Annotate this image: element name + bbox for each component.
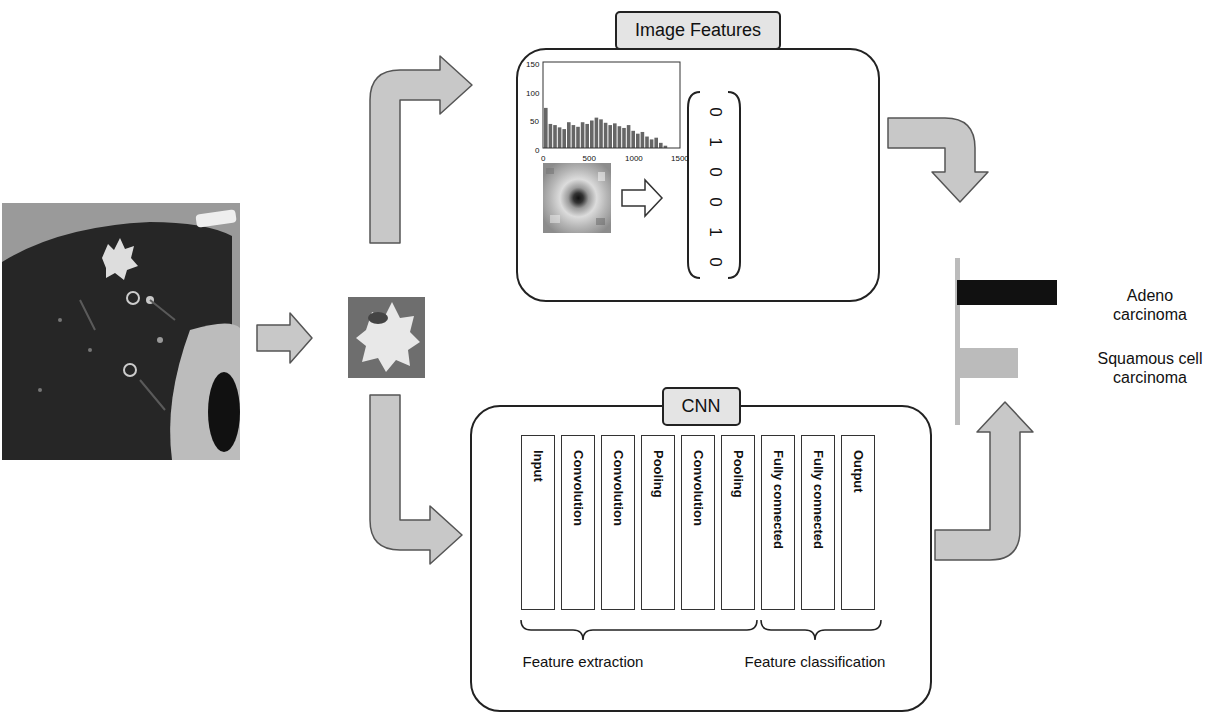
layer-box: Input (521, 435, 555, 610)
label-holder: 150 (526, 53, 539, 71)
axis-tick: 0 (541, 154, 545, 163)
layer-box: Pooling (721, 435, 755, 610)
layer-label: Convolution (571, 436, 586, 526)
label-holder: Squamous cell carcinoma (1094, 349, 1206, 387)
group-braces (521, 620, 881, 640)
vector-value: 0 (704, 107, 724, 116)
axis-tick: 0 (535, 146, 539, 155)
axis-tick: 1000 (625, 154, 643, 163)
result-bars (955, 258, 1057, 425)
label-holder: Feature extraction (523, 653, 644, 671)
layer-box: Fully connected (801, 435, 835, 610)
layer-label: Convolution (691, 436, 706, 526)
layer-label: Input (531, 436, 546, 482)
label-holder: 0 (541, 147, 545, 165)
feature-panel: Image Features (516, 48, 880, 302)
layer-box: Convolution (601, 435, 635, 610)
heading-tab: Image Features (615, 11, 781, 50)
layer-box: Output (841, 435, 875, 610)
label-holder: 0 (710, 162, 719, 182)
texture-patch (543, 163, 611, 233)
nodule-crop (348, 297, 425, 378)
group-label: Feature extraction (523, 653, 644, 670)
histogram (543, 62, 680, 148)
panel-heading: CNN (662, 387, 741, 426)
label-holder: Adeno carcinoma (1100, 286, 1200, 324)
label-holder: Feature classification (745, 653, 886, 671)
class-label: Adeno carcinoma (1100, 286, 1200, 324)
axis-tick: 500 (583, 154, 596, 163)
axis-tick: 150 (526, 60, 539, 69)
axis-tick: 1500 (671, 154, 689, 163)
label-holder: 500 (583, 147, 596, 165)
axis-tick: 50 (530, 117, 539, 126)
vector-brackets (688, 92, 740, 278)
class-label: Squamous cell carcinoma (1094, 349, 1206, 387)
vector-value: 1 (704, 137, 724, 146)
heading-tab: CNN (662, 387, 741, 426)
label-holder: 50 (530, 110, 539, 128)
vector-value: 0 (704, 257, 724, 266)
layer-label: Fully connected (811, 436, 826, 549)
layer-label: Fully connected (771, 436, 786, 549)
label-holder: 1 (710, 222, 719, 242)
ct-image (2, 203, 240, 460)
layer-box: Pooling (641, 435, 675, 610)
label-holder: 0 (710, 252, 719, 272)
label-holder: 1500 (671, 147, 689, 165)
layer-box: Convolution (561, 435, 595, 610)
layer-label: Pooling (731, 436, 746, 498)
group-label: Feature classification (745, 653, 886, 670)
label-holder: 1 (710, 132, 719, 152)
vector-value: 1 (704, 227, 724, 236)
layer-box: Convolution (681, 435, 715, 610)
layer-label: Output (851, 436, 866, 493)
label-holder: 100 (526, 82, 539, 100)
label-holder: 1000 (625, 147, 643, 165)
layer-label: Convolution (611, 436, 626, 526)
label-holder: 0 (710, 192, 719, 212)
axis-tick: 100 (526, 89, 539, 98)
layer-label: Pooling (651, 436, 666, 498)
panel-heading: Image Features (615, 11, 781, 50)
layer-box: Fully connected (761, 435, 795, 610)
vector-value: 0 (704, 167, 724, 176)
label-holder: 0 (535, 139, 539, 157)
small-arrow (622, 180, 662, 216)
label-holder: 0 (710, 102, 719, 122)
vector-value: 0 (704, 197, 724, 206)
